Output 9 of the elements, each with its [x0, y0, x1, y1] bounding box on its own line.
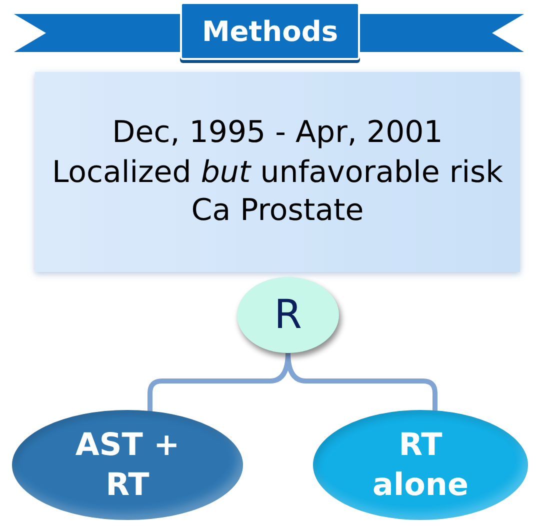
node-label: RT alone: [372, 426, 470, 505]
node-label: Methods: [202, 14, 338, 48]
eligibility-text: Localized but unfavorable risk Ca Prostate: [50, 154, 504, 230]
node-label: AST + RT: [74, 426, 181, 505]
eligibility-panel: [35, 72, 520, 272]
randomization-circle: [237, 277, 339, 353]
title-banner: [180, 2, 360, 60]
date-range-text: Dec, 1995 - Apr, 2001: [112, 114, 443, 152]
node-label: R: [274, 292, 302, 338]
